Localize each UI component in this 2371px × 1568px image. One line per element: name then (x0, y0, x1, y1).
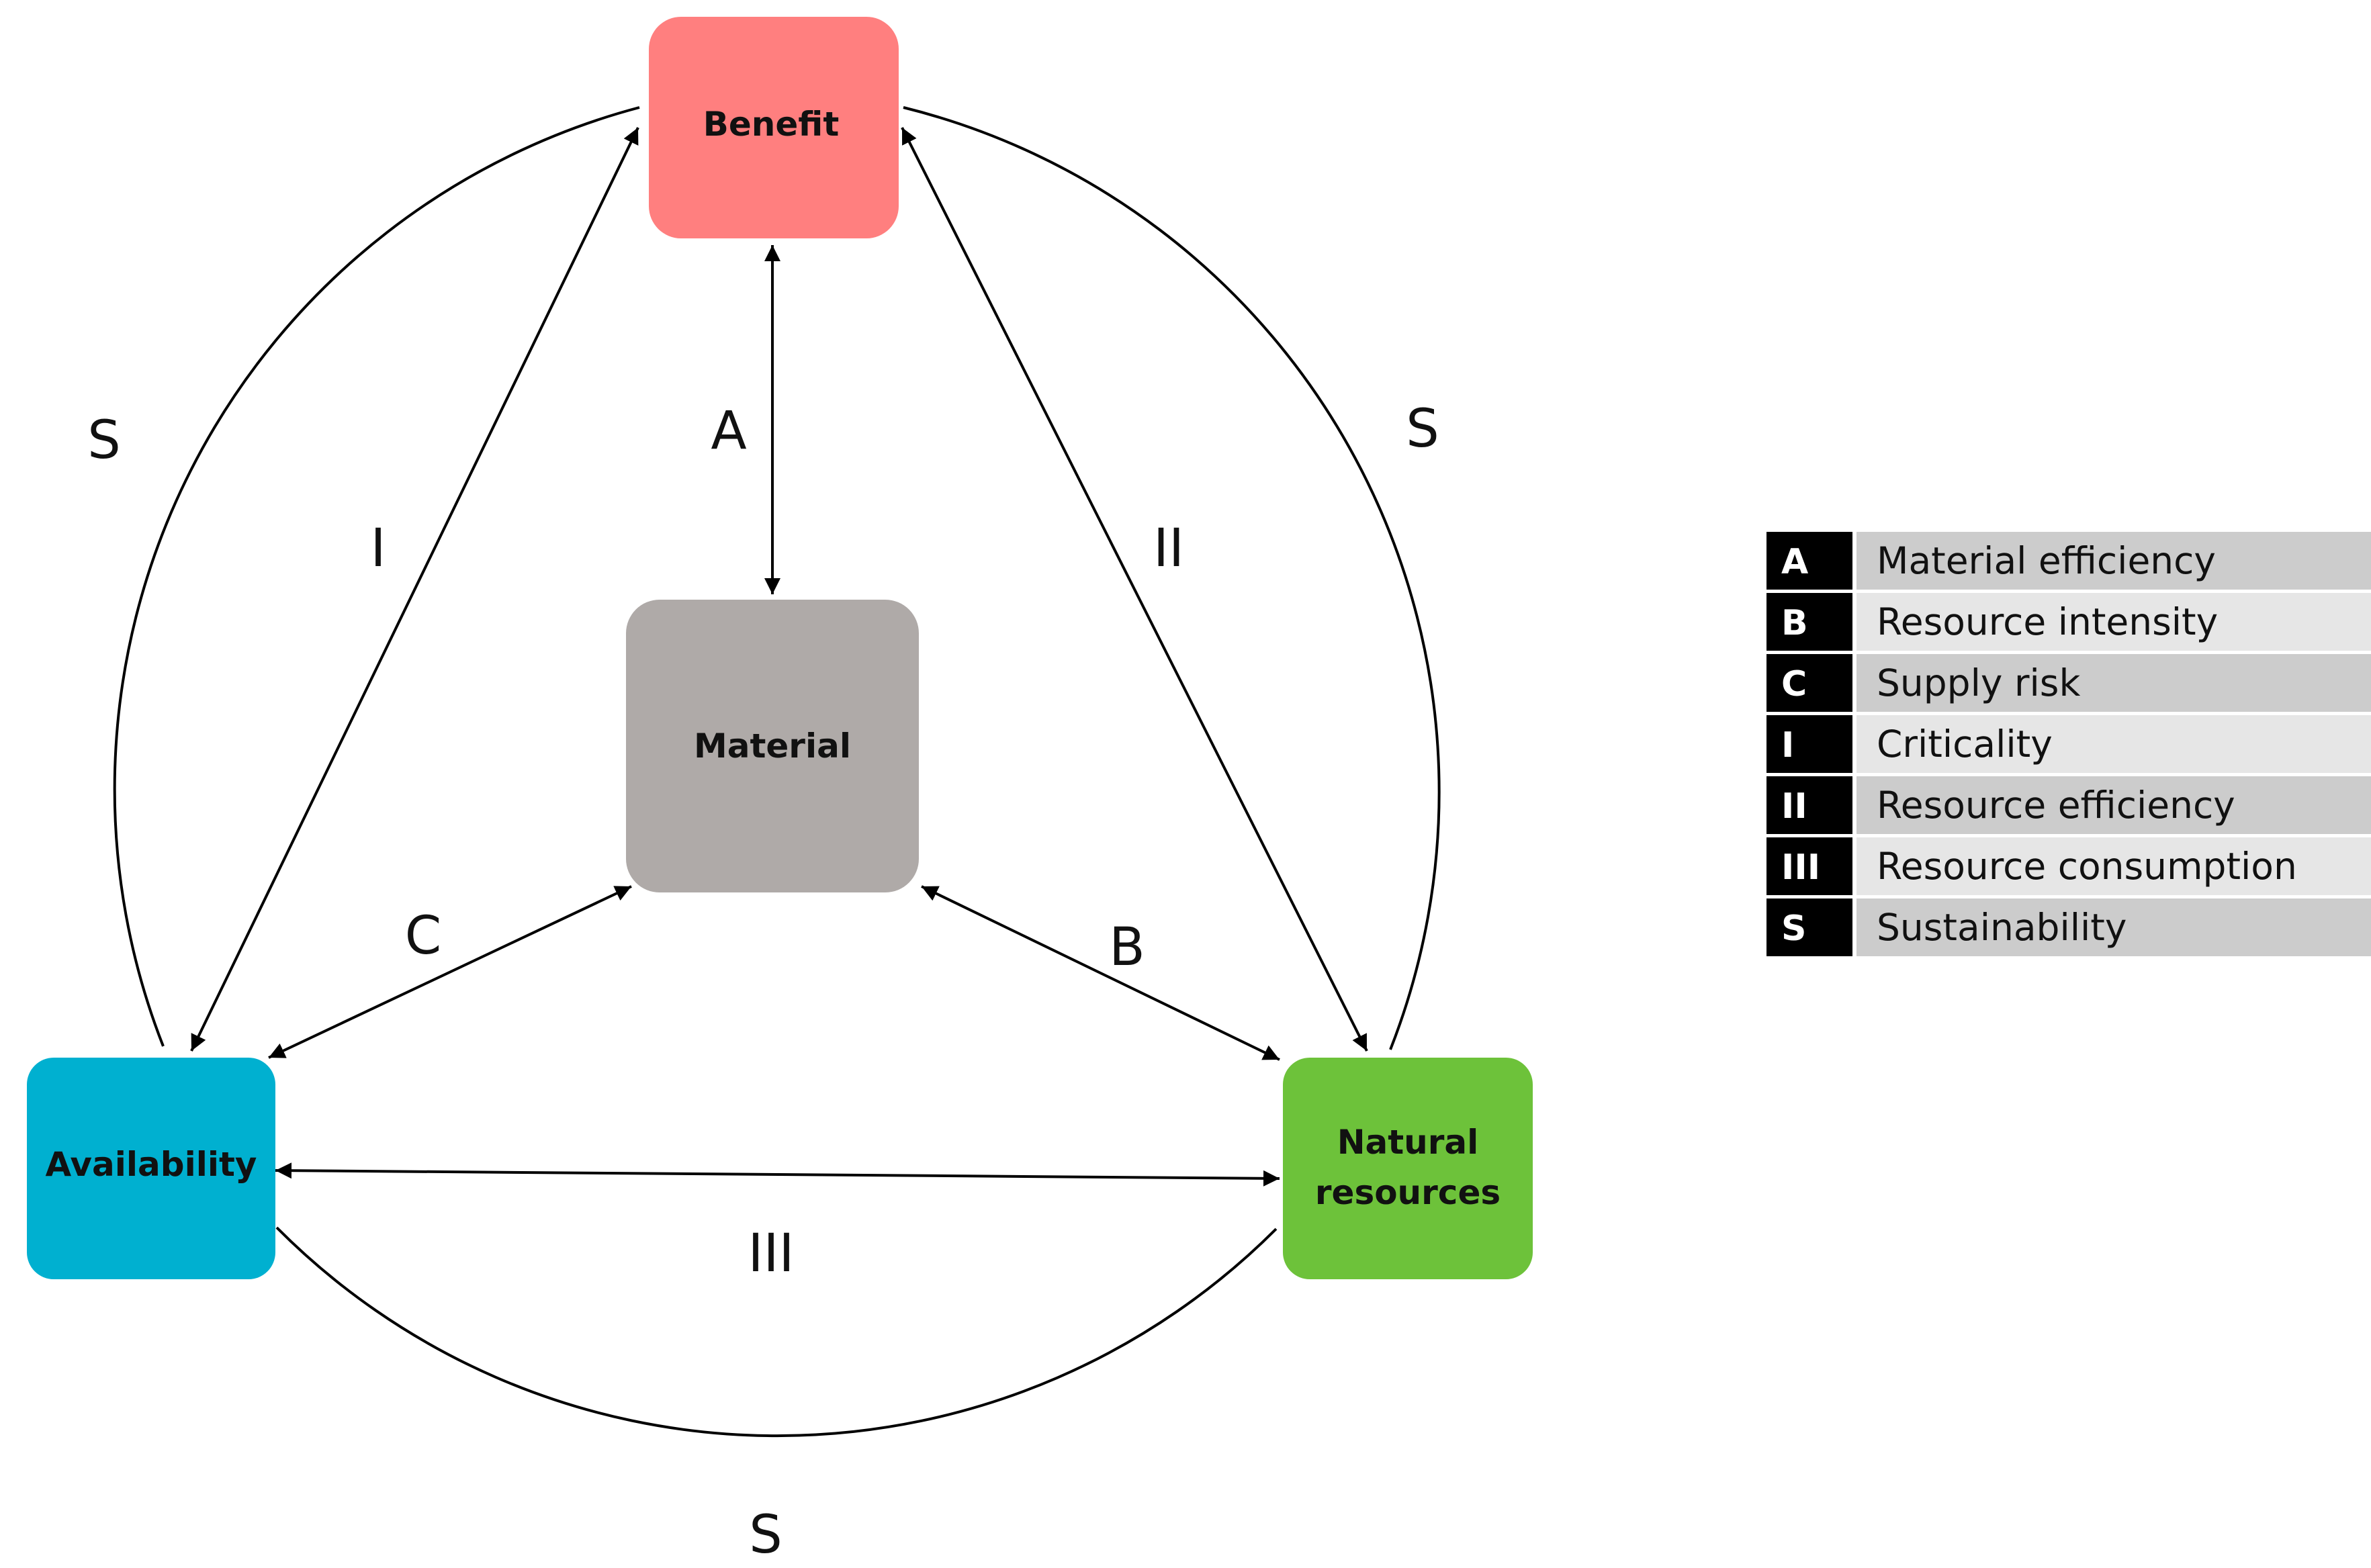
legend-text-cell (1856, 593, 2371, 651)
sustainability-arc-bottom (275, 1226, 1278, 1438)
legend-row: III Resource consumption (1766, 837, 2371, 895)
natural-resources-label-line1: Natural (1337, 1123, 1479, 1162)
legend-text: Resource intensity (1877, 600, 2218, 643)
availability-label: Availability (46, 1145, 257, 1184)
arrow-c (268, 885, 632, 1059)
legend-row: II Resource efficiency (1766, 776, 2371, 834)
legend-key-cell (1766, 776, 1852, 834)
legend-key-cell (1766, 898, 1852, 956)
legend-key: C (1781, 664, 1807, 704)
legend-key-cell (1766, 715, 1852, 773)
legend-text-cell (1856, 837, 2371, 895)
availability-box (27, 1058, 275, 1279)
legend-text: Material efficiency (1877, 539, 2216, 582)
edge-label-s-left: S (87, 410, 121, 471)
node-natural-resources: Natural resources (1283, 1058, 1533, 1279)
node-material: Material (626, 600, 919, 892)
edge-label-b: B (1109, 917, 1145, 978)
legend-key-cell (1766, 593, 1852, 651)
edge-label-iii: III (748, 1224, 794, 1284)
edge-label-c: C (405, 906, 441, 966)
legend-key-cell (1766, 532, 1852, 590)
material-label: Material (694, 727, 851, 766)
legend-row: A Material efficiency (1766, 532, 2371, 590)
legend-key: S (1781, 909, 1806, 949)
legend-key-cell (1766, 654, 1852, 712)
arrow-iii (275, 1162, 1280, 1187)
legend-text: Criticality (1877, 723, 2053, 766)
benefit-box (649, 17, 899, 238)
legend-row: I Criticality (1766, 715, 2371, 773)
legend-text-cell (1856, 898, 2371, 956)
node-availability: Availability (27, 1058, 275, 1279)
arrow-b (921, 885, 1280, 1061)
edge-label-s-bottom: S (749, 1505, 782, 1565)
edge-label-a: A (711, 401, 746, 461)
legend-text: Resource consumption (1877, 845, 2297, 888)
natural-resources-label-line2: resources (1315, 1173, 1501, 1212)
legend-row: C Supply risk (1766, 654, 2371, 712)
benefit-label: Benefit (703, 105, 840, 144)
node-benefit: Benefit (649, 17, 899, 238)
legend-key: A (1781, 542, 1808, 582)
legend-key-cell (1766, 837, 1852, 895)
legend-key: III (1781, 847, 1820, 888)
edge-label-ii: II (1153, 518, 1184, 579)
legend-text-cell (1856, 776, 2371, 834)
edge-label-s-right: S (1406, 399, 1439, 459)
legend-row: B Resource intensity (1766, 593, 2371, 651)
legend-key: I (1781, 725, 1794, 766)
legend-text-cell (1856, 532, 2371, 590)
legend-text: Sustainability (1877, 906, 2127, 949)
legend-key: B (1781, 603, 1808, 643)
edge-label-i: I (370, 518, 386, 579)
legend-text: Resource efficiency (1877, 784, 2235, 827)
legend-row: S Sustainability (1766, 898, 2371, 956)
legend-text-cell (1856, 654, 2371, 712)
arrow-i (190, 127, 639, 1052)
natural-resources-box (1283, 1058, 1533, 1279)
legend-key: II (1781, 786, 1807, 827)
legend-text: Supply risk (1877, 661, 2080, 704)
legend-text-cell (1856, 715, 2371, 773)
material-box (626, 600, 919, 892)
arrow-ii (901, 127, 1368, 1052)
